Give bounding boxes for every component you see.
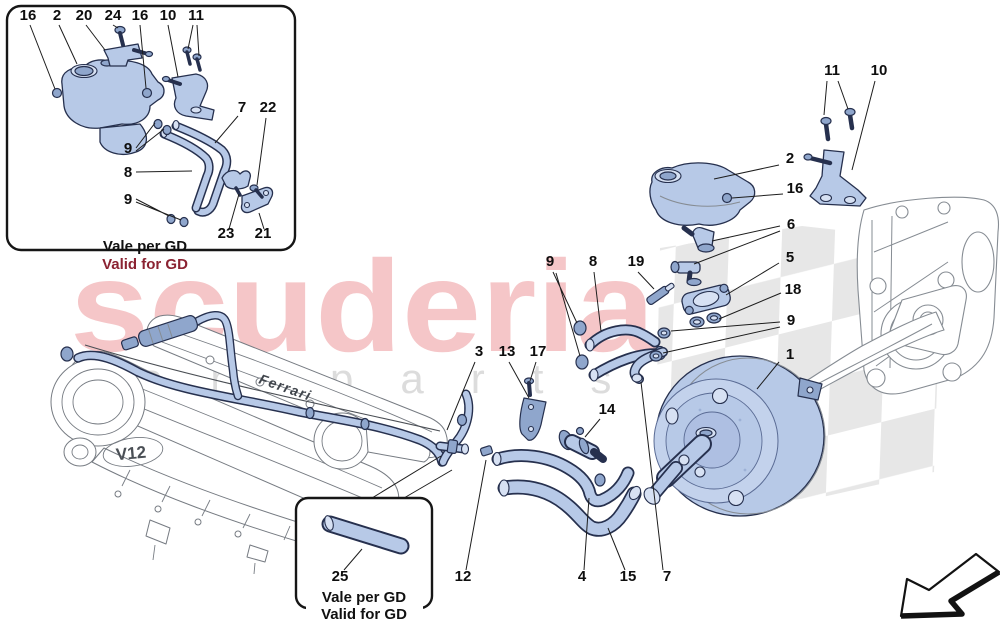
servo-hoses-bottom bbox=[479, 377, 642, 537]
callout-15: 15 bbox=[620, 568, 637, 585]
bracket-13 bbox=[519, 377, 547, 441]
callout-9b: 9 bbox=[124, 191, 132, 208]
callout-8: 8 bbox=[589, 253, 597, 270]
callout-11: 11 bbox=[824, 62, 840, 79]
grommets-18 bbox=[689, 312, 722, 328]
callout-9c: 9 bbox=[546, 253, 554, 270]
callout-24: 24 bbox=[105, 7, 122, 24]
engine-badge: V12 bbox=[115, 443, 147, 465]
callout-16: 16 bbox=[20, 7, 37, 24]
check-valve-stub bbox=[435, 439, 470, 455]
rings-9 bbox=[649, 327, 671, 362]
callout-7: 7 bbox=[663, 568, 671, 585]
inset-screws-11 bbox=[182, 46, 202, 72]
callout-19: 19 bbox=[628, 253, 645, 270]
reservoir-assembly-right bbox=[649, 107, 867, 362]
inset-bracket-10 bbox=[161, 73, 215, 121]
sensor-19 bbox=[646, 282, 675, 306]
callout-9: 9 bbox=[787, 312, 795, 329]
callout-13: 13 bbox=[499, 343, 516, 360]
fitting-12 bbox=[479, 445, 494, 457]
callout-9a: 9 bbox=[124, 140, 132, 157]
note-bottom-line1: Vale per GD bbox=[322, 589, 406, 606]
vacuum-pipe-arm bbox=[797, 285, 967, 399]
callout-25: 25 bbox=[332, 568, 349, 585]
callout-2: 2 bbox=[786, 150, 794, 167]
callout-20: 20 bbox=[76, 7, 93, 24]
engine-vacuum-hose-run bbox=[60, 311, 474, 467]
master-cylinder bbox=[643, 426, 717, 505]
note-top-line1: Vale per GD bbox=[103, 238, 187, 255]
union-fittings-6 bbox=[670, 225, 715, 287]
callout-17: 17 bbox=[530, 343, 547, 360]
callout-3: 3 bbox=[475, 343, 483, 360]
screws-11 bbox=[820, 107, 856, 142]
note-top-line2: Valid for GD bbox=[102, 256, 188, 273]
note-backdrop bbox=[306, 589, 423, 621]
inset-bracket-20 bbox=[103, 43, 154, 67]
inset-hose-25 bbox=[321, 515, 410, 555]
brake-servo bbox=[643, 355, 826, 517]
callout-16b: 16 bbox=[132, 7, 149, 24]
inset-hoses-7-8 bbox=[153, 118, 232, 228]
callout-14: 14 bbox=[599, 401, 616, 418]
callout-10: 10 bbox=[871, 62, 888, 79]
leader-lines bbox=[446, 80, 876, 571]
callout-5: 5 bbox=[786, 249, 794, 266]
inset-box-top: 16 2 20 24 16 10 11 7 22 9 8 9 23 21 Val… bbox=[5, 4, 297, 273]
inset-arm-21 bbox=[240, 186, 274, 214]
direction-arrow-icon bbox=[899, 552, 1000, 619]
watermark-brand: scuderia bbox=[70, 233, 657, 379]
callout-22: 22 bbox=[260, 99, 277, 116]
plate-5 bbox=[681, 283, 731, 315]
inset-box-bottom: 25 Vale per GD Valid for GD bbox=[294, 455, 453, 621]
bracket-10 bbox=[803, 149, 867, 207]
callout-7: 7 bbox=[238, 99, 246, 116]
callout-11: 11 bbox=[188, 7, 204, 24]
callout-21: 21 bbox=[255, 225, 272, 242]
callout-23: 23 bbox=[218, 225, 235, 242]
inset-screw-22 bbox=[249, 184, 264, 199]
callout-12: 12 bbox=[455, 568, 472, 585]
callout-6: 6 bbox=[787, 216, 795, 233]
callout-2: 2 bbox=[53, 7, 61, 24]
inset-clamp-23 bbox=[221, 169, 252, 197]
inset-callouts: 16 2 20 24 16 10 11 7 22 9 8 9 23 21 bbox=[20, 7, 277, 242]
callout-10: 10 bbox=[160, 7, 177, 24]
inset-leader-lines bbox=[29, 24, 267, 230]
main-callouts: 11 10 2 16 6 5 18 9 1 9 8 19 3 13 17 14 … bbox=[455, 62, 888, 585]
callout-18: 18 bbox=[785, 281, 802, 298]
callout-8: 8 bbox=[124, 164, 132, 181]
note-bottom-line2: Valid for GD bbox=[321, 606, 407, 621]
valve-14 bbox=[558, 426, 607, 463]
callout-1: 1 bbox=[786, 346, 794, 363]
inset-reservoir-tank bbox=[51, 59, 165, 156]
callout-16: 16 bbox=[787, 180, 804, 197]
callout-4: 4 bbox=[578, 568, 587, 585]
